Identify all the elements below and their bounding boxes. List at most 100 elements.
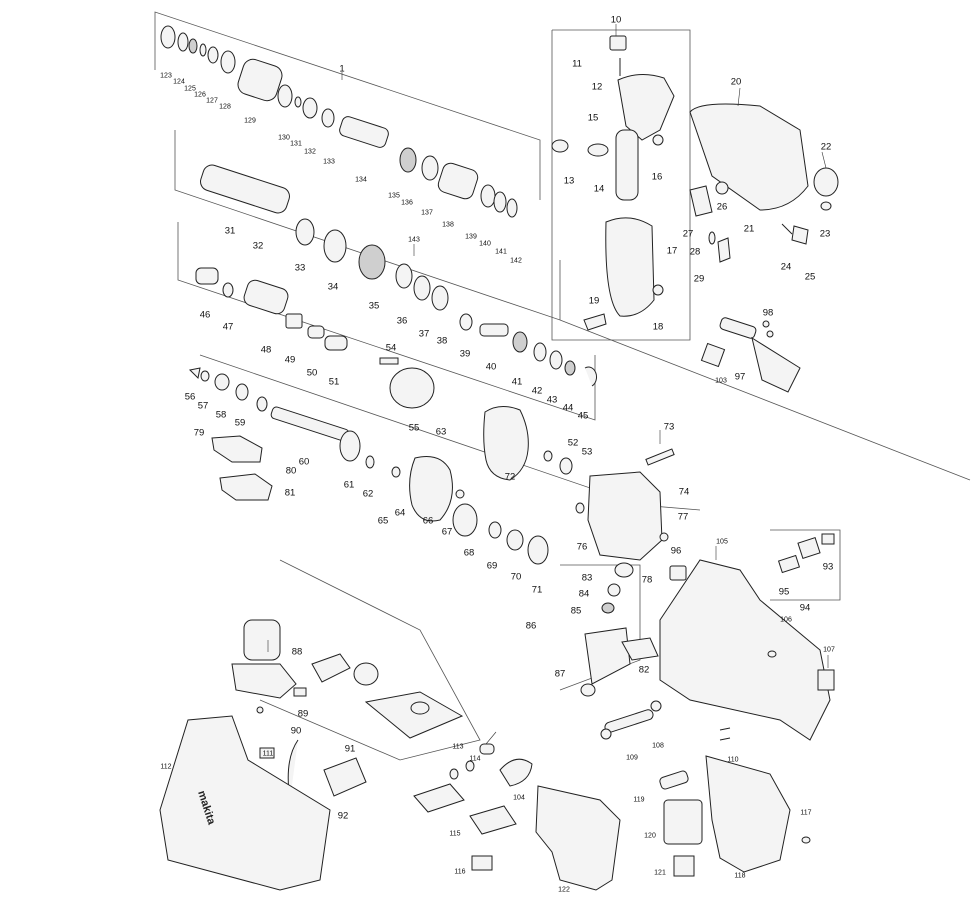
part-label-84: 84 — [578, 588, 590, 600]
part-label-62: 62 — [362, 488, 374, 500]
part-label-17: 17 — [666, 245, 678, 257]
part-label-23: 23 — [819, 228, 831, 240]
part-label-133: 133 — [323, 158, 335, 166]
part-label-110: 110 — [727, 756, 739, 764]
part-label-53: 53 — [581, 446, 593, 458]
gear-assembly-parts — [188, 357, 435, 501]
part-label-132: 132 — [304, 148, 316, 156]
leader-lines — [267, 24, 829, 745]
part-label-16: 16 — [651, 171, 663, 183]
part-label-120: 120 — [644, 832, 656, 840]
part-label-142: 142 — [510, 257, 522, 265]
part-label-82: 82 — [638, 664, 650, 676]
part-label-123: 123 — [160, 72, 172, 80]
part-label-95: 95 — [778, 586, 790, 598]
switch-parts — [413, 743, 621, 891]
part-label-76: 76 — [576, 541, 588, 553]
rear-housing-parts — [689, 103, 839, 263]
part-label-59: 59 — [234, 417, 246, 429]
part-label-104: 104 — [513, 794, 525, 802]
part-label-37: 37 — [418, 328, 430, 340]
part-label-91: 91 — [344, 743, 356, 755]
part-label-136: 136 — [401, 199, 413, 207]
part-label-112: 112 — [160, 763, 172, 771]
part-label-42: 42 — [531, 385, 543, 397]
part-label-109: 109 — [626, 754, 638, 762]
part-label-54: 54 — [385, 342, 397, 354]
part-label-141: 141 — [495, 248, 507, 256]
part-label-111: 111 — [262, 750, 274, 758]
part-label-115: 115 — [449, 830, 461, 838]
part-label-119: 119 — [633, 796, 645, 804]
part-label-88: 88 — [291, 646, 303, 658]
part-label-65: 65 — [377, 515, 389, 527]
part-label-12: 12 — [591, 81, 603, 93]
part-label-25: 25 — [804, 271, 816, 283]
part-label-134: 134 — [355, 176, 367, 184]
part-label-28: 28 — [689, 246, 701, 258]
part-label-70: 70 — [510, 571, 522, 583]
part-label-108: 108 — [652, 742, 664, 750]
part-label-74: 74 — [678, 486, 690, 498]
part-label-56: 56 — [184, 391, 196, 403]
side-handle-parts — [551, 35, 675, 331]
part-label-46: 46 — [199, 309, 211, 321]
part-label-118: 118 — [734, 872, 746, 880]
part-label-24: 24 — [780, 261, 792, 273]
part-label-128: 128 — [219, 103, 231, 111]
part-label-13: 13 — [563, 175, 575, 187]
part-label-41: 41 — [511, 376, 523, 388]
part-label-33: 33 — [294, 262, 306, 274]
part-label-32: 32 — [252, 240, 264, 252]
part-label-48: 48 — [260, 344, 272, 356]
part-label-139: 139 — [465, 233, 477, 241]
motor-housing-parts — [391, 406, 675, 578]
part-label-124: 124 — [173, 78, 185, 86]
part-label-121: 121 — [654, 869, 666, 877]
part-label-52: 52 — [567, 437, 579, 449]
part-label-92: 92 — [337, 810, 349, 822]
part-label-43: 43 — [546, 394, 558, 406]
part-label-131: 131 — [290, 140, 302, 148]
part-label-90: 90 — [290, 725, 302, 737]
part-label-127: 127 — [206, 97, 218, 105]
part-label-71: 71 — [531, 584, 543, 596]
cylinder-assembly-parts — [195, 267, 597, 387]
part-label-96: 96 — [670, 545, 682, 557]
spindle-assembly-parts — [200, 164, 449, 311]
main-housing-parts — [600, 533, 835, 741]
part-label-38: 38 — [436, 335, 448, 347]
part-label-106: 106 — [780, 616, 792, 624]
part-label-21: 21 — [743, 223, 755, 235]
part-label-18: 18 — [652, 321, 664, 333]
part-label-45: 45 — [577, 410, 589, 422]
part-label-80: 80 — [285, 465, 297, 477]
part-label-113: 113 — [452, 743, 464, 751]
chuck-assembly-parts — [160, 25, 518, 218]
part-label-57: 57 — [197, 400, 209, 412]
part-label-129: 129 — [244, 117, 256, 125]
part-label-34: 34 — [327, 281, 339, 293]
part-label-10: 10 — [610, 14, 622, 26]
part-label-63: 63 — [435, 426, 447, 438]
part-label-103: 103 — [715, 377, 727, 385]
part-label-122: 122 — [558, 886, 570, 894]
grip-parts — [659, 755, 811, 877]
part-label-49: 49 — [284, 354, 296, 366]
part-label-20: 20 — [730, 76, 742, 88]
part-label-44: 44 — [562, 402, 574, 414]
hook-parts — [700, 317, 801, 393]
part-label-83: 83 — [581, 572, 593, 584]
part-label-81: 81 — [284, 487, 296, 499]
part-label-14: 14 — [593, 183, 605, 195]
part-label-29: 29 — [693, 273, 705, 285]
part-label-11: 11 — [572, 58, 582, 70]
part-label-35: 35 — [368, 300, 380, 312]
part-label-64: 64 — [394, 507, 406, 519]
part-label-67: 67 — [441, 526, 453, 538]
part-label-15: 15 — [587, 112, 599, 124]
part-label-97: 97 — [734, 371, 746, 383]
part-label-66: 66 — [422, 515, 434, 527]
